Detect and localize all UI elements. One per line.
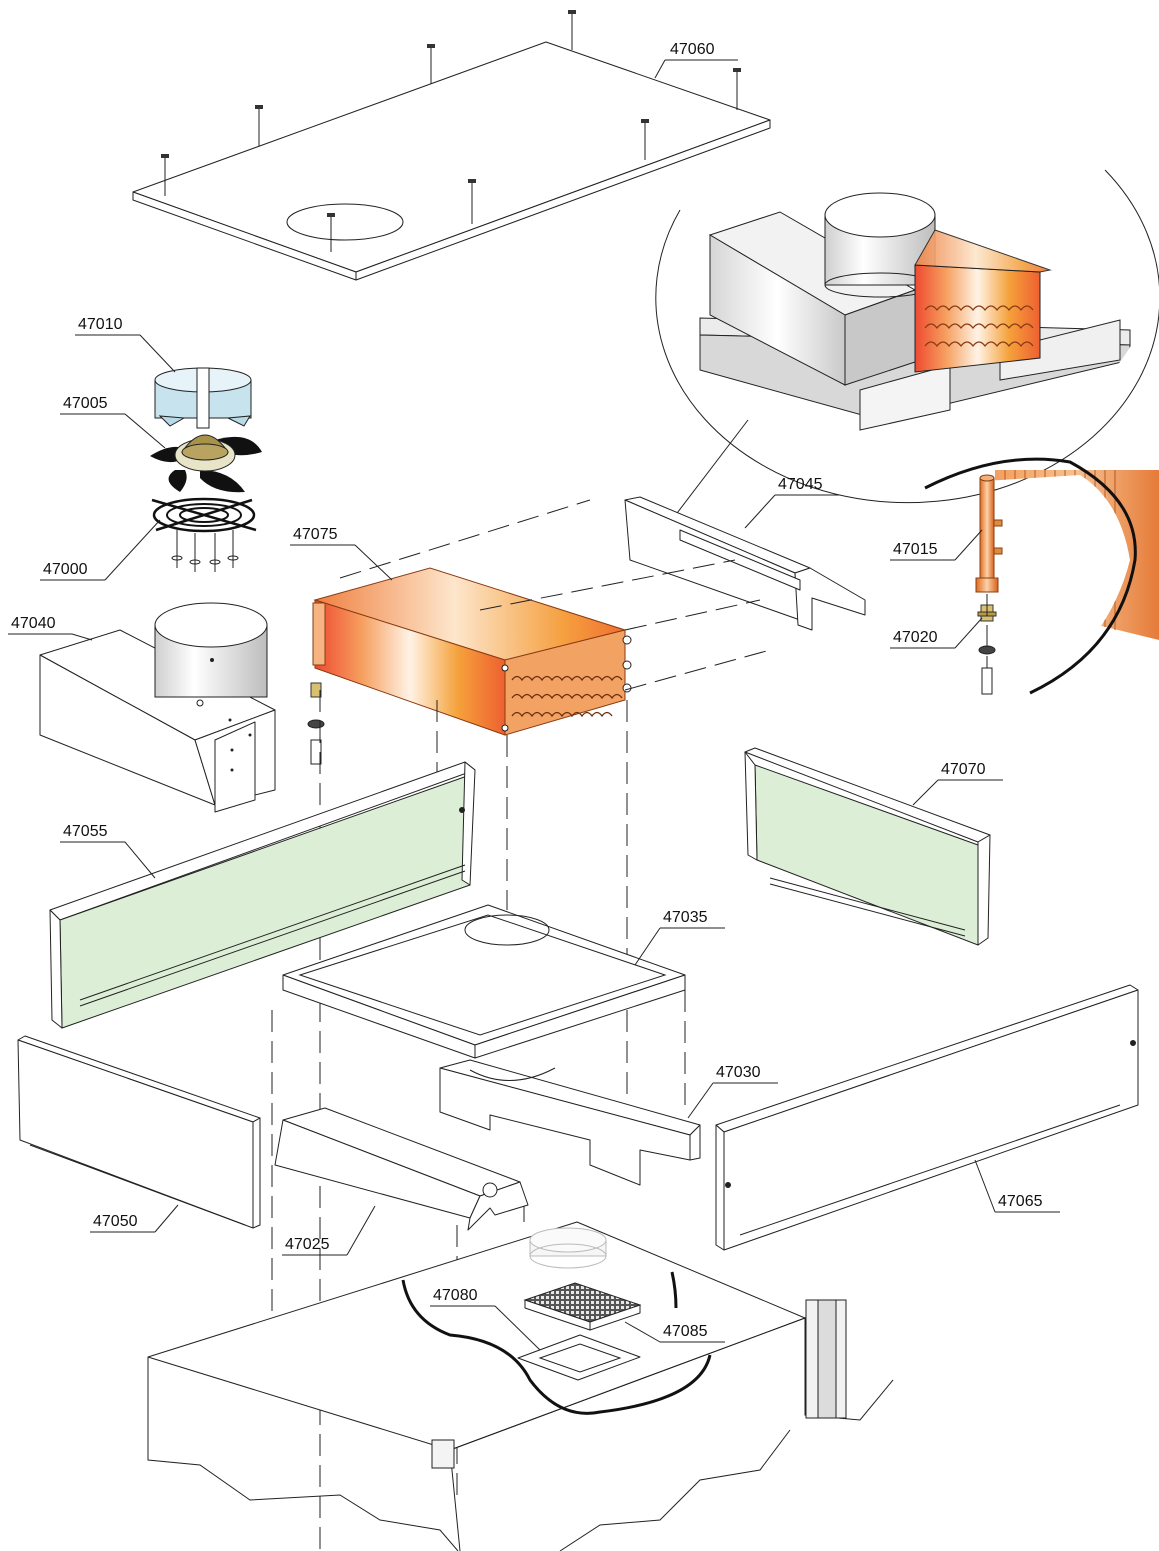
heater-cable (401, 1271, 712, 1415)
label-47015: 47015 (890, 529, 983, 561)
svg-text:47080: 47080 (433, 1287, 478, 1304)
svg-text:47070: 47070 (941, 761, 986, 778)
fan-motor (150, 434, 262, 493)
base-frame (282, 904, 686, 1059)
top-cover-screws (161, 10, 741, 252)
label-47060: 47060 (654, 41, 738, 79)
label-47070: 47070 (912, 761, 1003, 806)
svg-text:47050: 47050 (93, 1213, 138, 1230)
evaporator-coil (307, 567, 632, 765)
top-cover (132, 10, 771, 281)
svg-text:47010: 47010 (78, 316, 123, 333)
svg-text:47025: 47025 (285, 1236, 330, 1253)
label-47035: 47035 (634, 909, 725, 966)
drain-frame (517, 1334, 641, 1381)
svg-text:47055: 47055 (63, 823, 108, 840)
label-47080: 47080 (430, 1287, 541, 1351)
support-bracket (439, 1059, 701, 1186)
fan-guard (151, 497, 257, 572)
cabinet-top (147, 1221, 894, 1551)
svg-text:47030: 47030 (716, 1064, 761, 1081)
svg-text:47020: 47020 (893, 629, 938, 646)
label-47005: 47005 (60, 395, 166, 449)
label-47045: 47045 (744, 476, 840, 529)
fan-ring (154, 367, 252, 429)
side-panel-left (49, 761, 476, 1029)
svg-text:47075: 47075 (293, 526, 338, 543)
svg-text:47015: 47015 (893, 541, 938, 558)
part-labels: 47060 47010 47005 47000 47040 47075 4704… (8, 41, 1060, 1351)
label-47010: 47010 (75, 316, 176, 373)
pipe-zoom-view (924, 457, 1159, 695)
top-bracket (624, 496, 866, 631)
svg-text:47065: 47065 (998, 1193, 1043, 1210)
label-47020: 47020 (890, 617, 983, 649)
svg-text:47000: 47000 (43, 561, 88, 578)
label-47075: 47075 (290, 526, 393, 581)
label-47085: 47085 (624, 1321, 725, 1343)
label-47055: 47055 (60, 823, 156, 879)
svg-text:47045: 47045 (778, 476, 823, 493)
label-47040: 47040 (8, 615, 93, 641)
front-left-panel (17, 1035, 261, 1229)
svg-text:47040: 47040 (11, 615, 56, 632)
assembly-zoom-view (654, 169, 1159, 543)
drain-cap (529, 1227, 607, 1269)
label-47030: 47030 (687, 1064, 778, 1119)
svg-text:47005: 47005 (63, 395, 108, 412)
svg-text:47035: 47035 (663, 909, 708, 926)
drain-grille (523, 1282, 642, 1331)
bottom-bracket (274, 1107, 529, 1231)
fan-housing (39, 602, 276, 813)
svg-text:47060: 47060 (670, 41, 715, 58)
label-47025: 47025 (282, 1205, 376, 1256)
label-47050: 47050 (90, 1204, 179, 1233)
label-47000: 47000 (40, 519, 161, 581)
side-panel-right (744, 747, 991, 946)
svg-text:47085: 47085 (663, 1323, 708, 1340)
label-47065: 47065 (974, 1159, 1060, 1213)
front-right-panel (715, 984, 1139, 1251)
